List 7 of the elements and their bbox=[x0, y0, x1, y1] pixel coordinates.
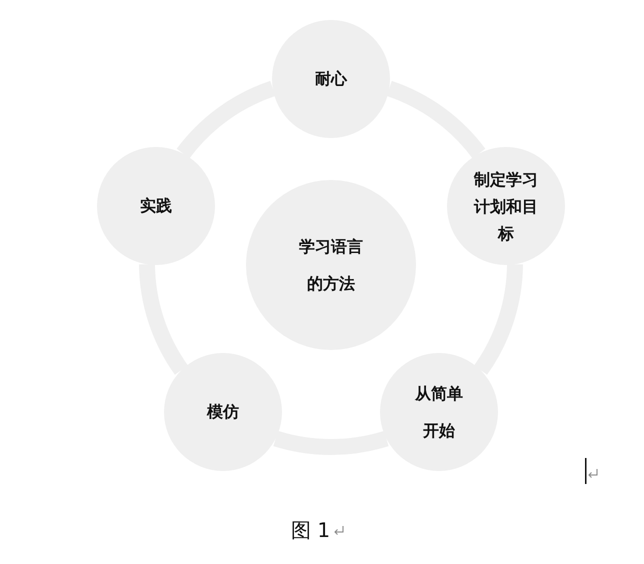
node-label: 制定学习计划和目标 bbox=[472, 168, 539, 244]
node-label: 模仿 bbox=[206, 401, 240, 423]
node-label: 实践 bbox=[139, 195, 173, 217]
node-label: 耐心 bbox=[314, 68, 348, 90]
figure-caption: 图 1 bbox=[291, 517, 330, 544]
node-label: 学习语言的方法 bbox=[298, 236, 364, 295]
node-label: 从简单开始 bbox=[414, 383, 464, 442]
